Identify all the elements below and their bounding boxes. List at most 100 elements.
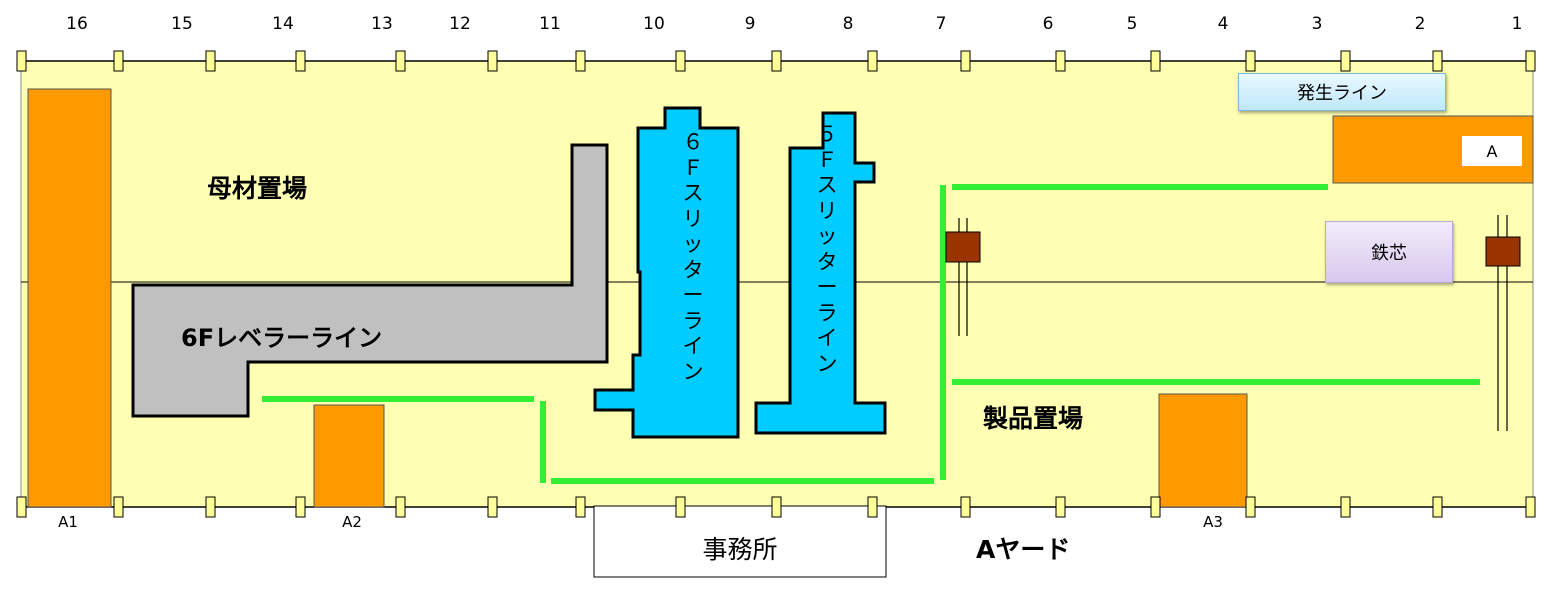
equipment-block (1485, 236, 1521, 267)
column-number: 13 (371, 14, 393, 34)
column-post (1055, 50, 1066, 72)
column-post (113, 50, 124, 72)
column-number: 15 (171, 14, 193, 34)
vertical-char: ン (682, 359, 704, 384)
product-yard-label: 製品置場 (983, 404, 1084, 433)
equipment-left (945, 218, 981, 336)
column-post (487, 50, 498, 72)
column-number: 11 (539, 14, 561, 34)
column-post (1432, 50, 1443, 72)
vertical-char: ッ (816, 224, 838, 248)
column-post (1340, 50, 1351, 72)
column-post (1150, 496, 1161, 518)
column-post (867, 50, 878, 72)
column-post (1055, 496, 1066, 518)
column-post (16, 50, 27, 72)
column-number: 4 (1217, 14, 1229, 34)
column-post (16, 496, 27, 518)
vertical-char: イ (682, 334, 704, 358)
column-post (575, 496, 586, 518)
column-post (1525, 50, 1536, 72)
column-post (1245, 50, 1256, 72)
column-post (1432, 496, 1443, 518)
column-post (1245, 496, 1256, 518)
column-post (1150, 50, 1161, 72)
yard-name-label: Aヤード (976, 535, 1071, 564)
vertical-char: ス (816, 173, 838, 197)
vertical-char: ラ (682, 308, 704, 333)
equipment-right (1485, 215, 1521, 431)
vertical-char: ン (816, 351, 838, 376)
column-number: 2 (1414, 14, 1426, 34)
crane-a2 (313, 404, 385, 508)
column-post (395, 496, 406, 518)
crane-a3 (1158, 393, 1248, 508)
crane-a-label: A (1486, 141, 1498, 161)
vertical-char: ６ (682, 130, 704, 154)
vertical-char: ー (816, 275, 838, 299)
column-post (675, 496, 686, 518)
vertical-char: Ｆ (682, 155, 704, 180)
generation-line-label: 発生ライン (1297, 83, 1387, 104)
crane-a-label-box: A (1462, 136, 1522, 166)
vertical-char: Ｆ (816, 147, 838, 172)
column-post (1340, 496, 1351, 518)
column-post (113, 496, 124, 518)
office-box (593, 505, 887, 578)
column-number: 9 (744, 14, 756, 34)
column-post (295, 50, 306, 72)
crane-a2-label: A2 (342, 513, 362, 531)
column-number: 14 (272, 14, 294, 34)
column-post (771, 50, 782, 72)
column-post (487, 496, 498, 518)
vertical-char: ッ (682, 232, 704, 256)
vertical-char: タ (816, 249, 838, 274)
column-number: 8 (842, 14, 854, 34)
column-post (205, 496, 216, 518)
column-number: 12 (449, 14, 471, 34)
material-yard-label: 母材置場 (207, 174, 308, 203)
column-post (867, 496, 878, 518)
column-post (295, 496, 306, 518)
iron-core-label: 鉄芯 (1371, 243, 1407, 264)
vertical-char: リ (816, 198, 838, 223)
generation-line-box: 発生ライン (1238, 73, 1446, 111)
vertical-char: リ (682, 206, 704, 231)
column-post (960, 50, 971, 72)
vertical-char: ５ (816, 122, 838, 146)
column-post (675, 50, 686, 72)
column-number: 3 (1311, 14, 1323, 34)
column-number: 6 (1042, 14, 1054, 34)
vertical-char: イ (816, 326, 838, 350)
vertical-char: ー (682, 283, 704, 307)
leveler-line-6f (131, 143, 609, 418)
transfer-rails (262, 184, 1480, 484)
office-label: 事務所 (702, 535, 778, 564)
vertical-char: ス (682, 181, 704, 205)
column-post (205, 50, 216, 72)
crane-a1 (27, 88, 112, 508)
column-number: 10 (643, 14, 665, 34)
column-post (1525, 496, 1536, 518)
slitter-line-5f (754, 111, 887, 435)
column-post (771, 496, 782, 518)
slitter-line-6f (593, 106, 740, 439)
iron-core-box: 鉄芯 (1325, 221, 1453, 283)
column-posts (16, 50, 1536, 518)
column-number: 7 (935, 14, 947, 34)
column-post (395, 50, 406, 72)
column-number: 1 (1511, 14, 1523, 34)
vertical-char: ラ (816, 300, 838, 325)
crane-a3-label: A3 (1203, 513, 1223, 531)
leveler-line-label: 6Fレベラーライン (181, 324, 383, 352)
column-post (960, 496, 971, 518)
column-post (575, 50, 586, 72)
column-number: 5 (1126, 14, 1138, 34)
crane-a1-label: A1 (58, 513, 78, 531)
equipment-block (945, 231, 981, 263)
vertical-char: タ (682, 257, 704, 282)
column-number: 16 (66, 14, 88, 34)
